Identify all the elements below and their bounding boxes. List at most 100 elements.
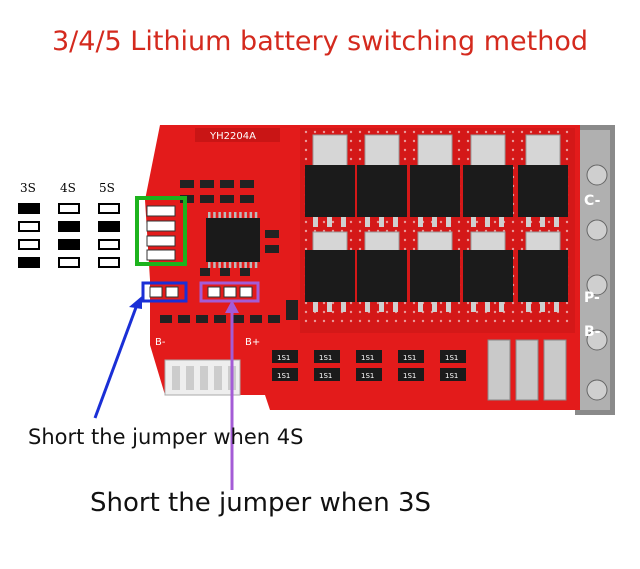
legend-pad-4s-4 bbox=[58, 257, 80, 268]
connector-pin bbox=[172, 366, 180, 390]
mosfet bbox=[305, 250, 355, 302]
copper-dot bbox=[457, 130, 461, 134]
copper-dot bbox=[376, 310, 380, 314]
mosfet-pin bbox=[499, 302, 504, 312]
mosfet bbox=[463, 250, 513, 302]
copper-dot bbox=[349, 310, 353, 314]
smd-part bbox=[220, 195, 234, 203]
copper-dot bbox=[412, 319, 416, 323]
resistor-code: 1S1 bbox=[319, 372, 332, 380]
resistor bbox=[356, 350, 382, 363]
copper-dot bbox=[538, 130, 542, 134]
copper-dot bbox=[466, 310, 470, 314]
copper-dot bbox=[538, 319, 542, 323]
copper-dot bbox=[367, 319, 371, 323]
copper-dot bbox=[349, 238, 353, 242]
copper-dot bbox=[358, 148, 362, 152]
copper-dot bbox=[412, 238, 416, 242]
copper-dot bbox=[565, 247, 569, 251]
copper-dot bbox=[547, 220, 551, 224]
copper-dot bbox=[358, 238, 362, 242]
ic-pin bbox=[228, 212, 232, 218]
ic-pin bbox=[223, 212, 227, 218]
copper-dot bbox=[412, 301, 416, 305]
copper-dot bbox=[511, 301, 515, 305]
mosfet-pin bbox=[471, 217, 476, 227]
resistor-code: 1S1 bbox=[361, 372, 374, 380]
mosfet-pin bbox=[526, 302, 531, 312]
copper-dot bbox=[358, 157, 362, 161]
copper-dot bbox=[403, 148, 407, 152]
copper-dot bbox=[520, 229, 524, 233]
copper-dot bbox=[520, 319, 524, 323]
copper-dot bbox=[304, 301, 308, 305]
copper-dot bbox=[466, 139, 470, 143]
copper-dot bbox=[475, 301, 479, 305]
model-label-bg bbox=[195, 128, 280, 142]
copper-dot bbox=[385, 319, 389, 323]
copper-dot bbox=[565, 139, 569, 143]
legend-pad-3s-3 bbox=[18, 239, 40, 250]
copper-dot bbox=[358, 247, 362, 251]
copper-dot bbox=[349, 220, 353, 224]
terminal-screw bbox=[586, 164, 608, 186]
copper-dot bbox=[358, 130, 362, 134]
copper-dot bbox=[304, 157, 308, 161]
copper-dot bbox=[412, 220, 416, 224]
mosfet-pin bbox=[379, 302, 384, 312]
copper-dot bbox=[511, 148, 515, 152]
mosfet-pin bbox=[379, 217, 384, 227]
copper-dot bbox=[565, 310, 569, 314]
mosfet bbox=[518, 250, 568, 302]
copper-dot bbox=[304, 220, 308, 224]
terminal-label-c-minus: C- bbox=[584, 193, 601, 209]
mosfet-pin bbox=[313, 217, 318, 227]
ic-pin bbox=[244, 262, 247, 268]
resistor-code: 1S1 bbox=[277, 372, 290, 380]
copper-dot bbox=[403, 247, 407, 251]
smd-part bbox=[200, 195, 214, 203]
legend-pad-5s-4 bbox=[98, 257, 120, 268]
copper-dot bbox=[493, 319, 497, 323]
smd-components bbox=[160, 180, 298, 323]
copper-dot bbox=[367, 130, 371, 134]
copper-dot bbox=[331, 310, 335, 314]
resistor bbox=[356, 368, 382, 381]
resistor-code: 1S1 bbox=[277, 354, 290, 362]
copper-dot bbox=[322, 319, 326, 323]
copper-dot bbox=[547, 301, 551, 305]
copper-dot bbox=[493, 301, 497, 305]
mosfet-pin bbox=[499, 217, 504, 227]
ic-pin bbox=[239, 262, 242, 268]
copper-dot bbox=[358, 229, 362, 233]
copper-dot bbox=[412, 310, 416, 314]
copper-dot bbox=[376, 130, 380, 134]
copper-dot bbox=[520, 220, 524, 224]
copper-dot bbox=[565, 229, 569, 233]
copper-dot bbox=[439, 301, 443, 305]
legend-header-4s: 4S bbox=[60, 181, 76, 195]
copper-dot bbox=[511, 229, 515, 233]
shunt-resistor bbox=[543, 339, 567, 401]
copper-dot bbox=[421, 130, 425, 134]
copper-dot bbox=[349, 148, 353, 152]
copper-dot bbox=[313, 130, 317, 134]
mosfet-pin bbox=[365, 217, 370, 227]
smd-part bbox=[250, 315, 262, 323]
copper-dot bbox=[565, 220, 569, 224]
copper-dot bbox=[511, 157, 515, 161]
copper-dot bbox=[457, 238, 461, 242]
copper-dot bbox=[304, 238, 308, 242]
mosfet-pin bbox=[341, 302, 346, 312]
copper-dot bbox=[421, 319, 425, 323]
mosfet-pin bbox=[554, 217, 559, 227]
resistor-code: 1S1 bbox=[445, 372, 458, 380]
ic-pin bbox=[239, 212, 242, 218]
copper-dot bbox=[322, 301, 326, 305]
pcb-pad bbox=[146, 249, 176, 261]
ic-pins bbox=[208, 212, 258, 268]
green-box-pads bbox=[146, 205, 176, 261]
copper-dot bbox=[412, 229, 416, 233]
copper-dot bbox=[394, 319, 398, 323]
